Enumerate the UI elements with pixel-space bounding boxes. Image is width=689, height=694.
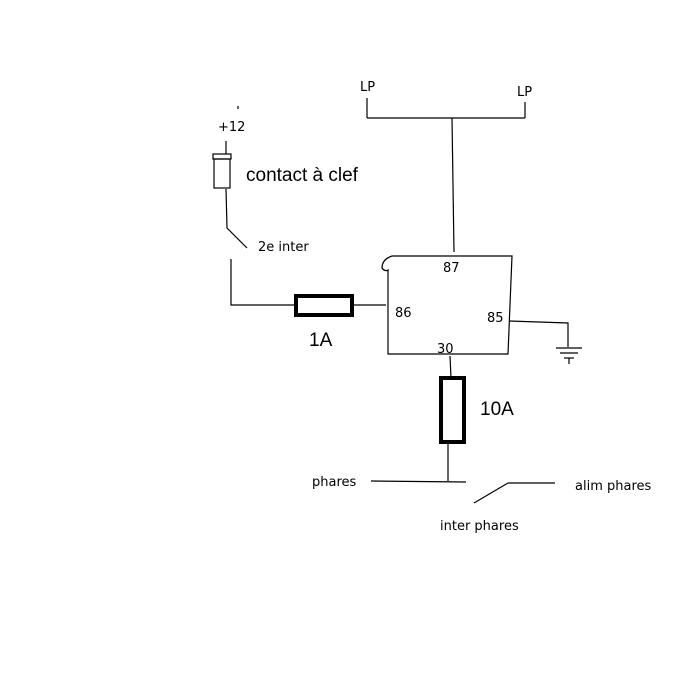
lp-branch: LP LP [360, 80, 532, 253]
headlight-branch: phares alim phares inter phares [312, 475, 652, 534]
relay-body [381, 255, 513, 355]
headlights-label: phares [312, 475, 357, 490]
headlights-wire [370, 480, 467, 483]
second-switch-wire [230, 259, 296, 306]
lp-left-label: LP [360, 80, 375, 95]
pin30-label: 30 [437, 342, 454, 357]
lp-right-label: LP [517, 85, 532, 100]
pin87-label: 87 [443, 261, 460, 276]
headlight-switch-blade [473, 482, 509, 504]
ground-icon [556, 347, 582, 364]
ignition-key-icon [212, 153, 232, 189]
fuse-10a-label: 10A [480, 399, 514, 420]
relay: 87 86 85 30 [381, 255, 513, 357]
pin85-wire [508, 320, 569, 347]
ignition-label: contact à clef [246, 165, 359, 186]
pin85-label: 85 [487, 311, 504, 326]
ignition-branch: +12 contact à clef 2e inter [212, 106, 359, 306]
pin87-wire [451, 117, 455, 253]
pin30-wire [449, 355, 452, 379]
ground-branch [508, 320, 582, 364]
fuse-1a: 1A [294, 294, 386, 351]
headlight-supply-label: alim phares [575, 479, 652, 494]
second-switch-label: 2e inter [258, 240, 309, 255]
headlight-switch-label: inter phares [440, 519, 519, 534]
fuse-1a-symbol [294, 294, 354, 317]
pin86-label: 86 [395, 306, 412, 321]
fuse-1a-label: 1A [309, 330, 333, 351]
fuse-10a-symbol [439, 376, 466, 444]
ignition-wire [225, 188, 248, 249]
fuse-10a: 10A [439, 355, 514, 481]
plus12-label: +12 [218, 120, 245, 135]
